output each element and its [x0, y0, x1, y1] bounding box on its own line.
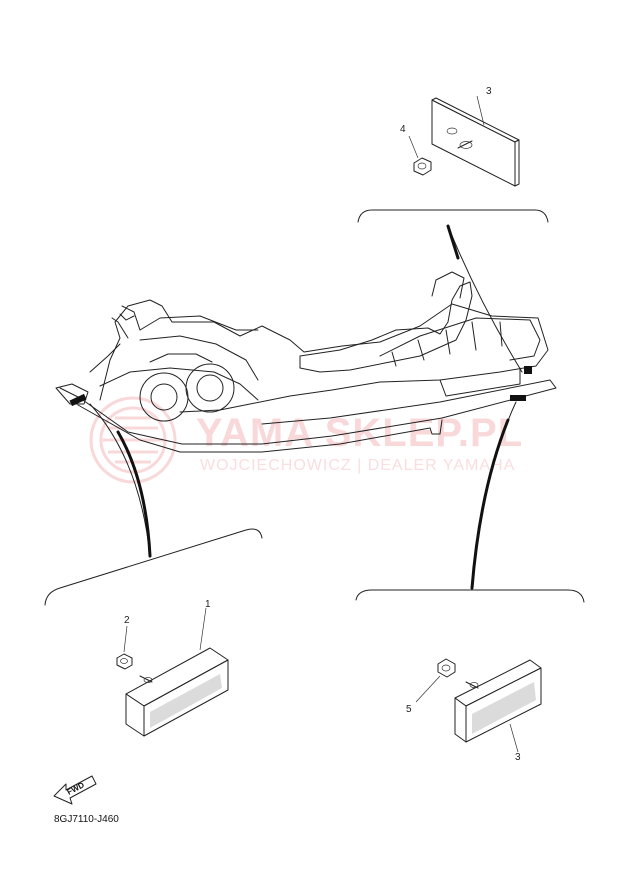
left-reflector — [125, 647, 229, 737]
top-reflector — [431, 97, 520, 187]
left-reflector-callout: 1 — [205, 599, 211, 610]
right-nut-leader — [415, 675, 441, 703]
top-nut — [413, 157, 432, 176]
rear-reflector-marker — [510, 395, 526, 401]
top-leader-bold — [446, 224, 460, 260]
right-reflector-leader — [509, 723, 519, 753]
watermark-dealer: WOJCIECHOWICZ | DEALER YAMAHA — [200, 457, 515, 474]
left-nut-leader — [123, 625, 128, 653]
right-leader-bold — [470, 418, 510, 590]
top-reflector-leader — [476, 95, 485, 126]
rear-upper-reflector-marker — [524, 366, 532, 374]
fwd-arrow: FWD — [53, 775, 97, 805]
right-reflector-callout: 3 — [515, 752, 521, 763]
top-reflector-callout: 3 — [486, 86, 492, 97]
left-nut-callout: 2 — [124, 615, 130, 626]
left-nut — [116, 653, 133, 670]
watermark: YAMA SKLEP.PL WOJCIECHOWICZ | DEALER YAM… — [89, 396, 523, 484]
left-detail-bracket — [44, 528, 263, 606]
front-reflector-marker — [69, 393, 87, 407]
left-leader-bold — [116, 430, 152, 558]
right-nut-callout: 5 — [406, 704, 412, 715]
top-nut-leader — [408, 135, 419, 159]
right-reflector — [454, 659, 542, 743]
watercraft-outline — [55, 271, 557, 453]
right-nut — [437, 658, 456, 678]
right-detail-bracket — [355, 589, 585, 603]
part-code: 8GJ7110-J460 — [54, 814, 119, 825]
left-reflector-leader — [199, 607, 207, 651]
top-leader-line — [447, 225, 523, 373]
top-detail-bracket — [357, 209, 549, 223]
top-nut-callout: 4 — [400, 124, 406, 135]
watermark-brand: YAMA SKLEP.PL — [196, 411, 523, 455]
